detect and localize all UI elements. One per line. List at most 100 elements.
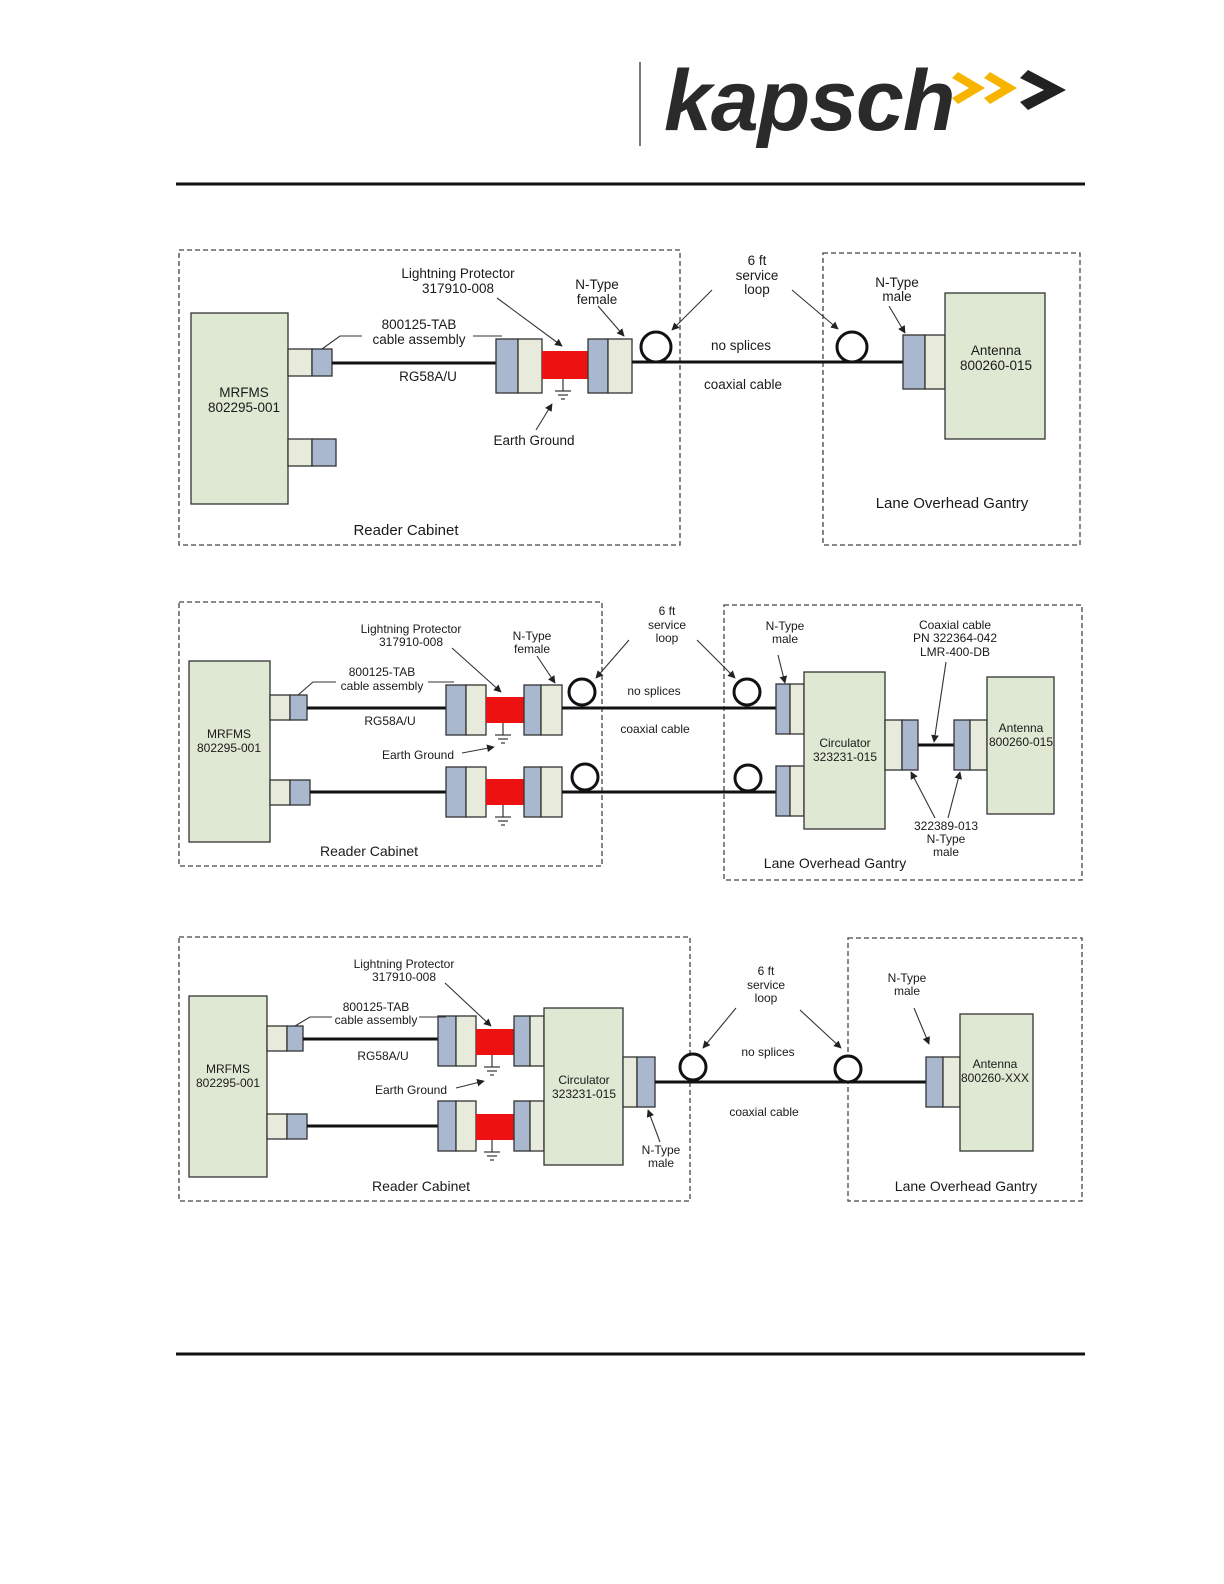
circulator-out-connector <box>622 1056 638 1108</box>
mrfms-port-2 <box>266 1113 288 1140</box>
circulator-out-connector <box>884 719 903 771</box>
ntype-male-label: N-Type <box>888 971 927 985</box>
lightning-protector-2 <box>486 779 524 805</box>
ntype-322389-label: 322389-013 <box>914 819 978 833</box>
ntype-male-cabinet-sub: male <box>648 1156 674 1170</box>
header: kapsch <box>176 53 1085 186</box>
lightning-protector-part: 317910-008 <box>422 281 494 296</box>
cable-assembly-label: 800125-TAB <box>349 665 416 679</box>
service-loop-sub2: loop <box>656 631 679 645</box>
cable-assembly-sub: cable assembly <box>372 332 465 347</box>
rg58-label: RG58A/U <box>399 369 457 384</box>
protector-1-left-blue <box>437 1015 457 1067</box>
protector-1-right-blue <box>513 1015 531 1067</box>
service-loop-icon <box>732 677 762 707</box>
coax-lmr-part: PN 322364-042 <box>913 631 997 645</box>
gantry-zone <box>723 604 1083 881</box>
protector-2-right-blue <box>523 766 542 818</box>
sma-connector-1 <box>311 348 333 377</box>
protector-1-right-blue <box>523 684 542 736</box>
lightning-protector-label: Lightning Protector <box>401 266 515 281</box>
antenna-box <box>986 676 1055 815</box>
no-splices-label: no splices <box>627 684 680 698</box>
antenna-connector <box>924 334 946 390</box>
ntype-male-sub: male <box>882 289 911 304</box>
service-loop-sub: service <box>648 618 686 632</box>
lightning-protector-1 <box>476 1029 514 1055</box>
lightning-protector-part: 317910-008 <box>379 635 443 649</box>
service-loop-sub: service <box>747 978 785 992</box>
mrfms-part-number: 802295-001 <box>197 741 261 755</box>
ntype-male-connector-1 <box>901 719 919 771</box>
service-loop-icon <box>570 762 600 792</box>
mrfms-part-number: 802295-001 <box>208 400 280 415</box>
ntype-male-label: N-Type <box>766 619 805 633</box>
mrfms-port-2 <box>269 779 291 806</box>
service-loop-gantry <box>835 330 869 364</box>
gantry-zone <box>822 252 1081 546</box>
protector-1-left-blue <box>445 684 467 736</box>
coax-lmr-type: LMR-400-DB <box>920 645 990 659</box>
protector-2-left <box>465 766 487 818</box>
service-loop-cabinet <box>639 330 673 364</box>
circulator-connector-1b <box>789 683 805 735</box>
service-loop-cabinet <box>678 1052 708 1082</box>
sma-connector-1 <box>286 1025 304 1052</box>
ntype-female-label: N-Type <box>575 277 619 292</box>
ntype-male-cabinet-label: N-Type <box>642 1143 681 1157</box>
sma-connector-2 <box>289 779 311 806</box>
antenna-label: Antenna <box>999 721 1044 735</box>
ntype-male-label: N-Type <box>875 275 919 290</box>
kapsch-chevrons-icon <box>952 70 1066 110</box>
service-loop-sub: service <box>736 268 779 283</box>
service-loop-icon <box>733 763 763 793</box>
coax-lmr-label: Coaxial cable <box>919 618 991 632</box>
mrfms-label: MRFMS <box>219 385 269 400</box>
sma-connector-2 <box>286 1113 308 1140</box>
cable-assembly-sub: cable assembly <box>341 679 424 693</box>
service-loop-gantry <box>833 1054 863 1084</box>
cable-assembly-sub: cable assembly <box>335 1013 418 1027</box>
protector-connector-left <box>517 338 543 394</box>
antenna-part-number: 800260-015 <box>989 735 1053 749</box>
ntype-male-connector-2 <box>953 719 971 771</box>
gantry-label: Lane Overhead Gantry <box>876 495 1029 512</box>
no-splices-label: no splices <box>741 1045 794 1059</box>
service-loop-sub2: loop <box>755 991 778 1005</box>
antenna-connector-blue <box>902 334 926 390</box>
lightning-protector-label: Lightning Protector <box>361 622 462 636</box>
earth-ground-label: Earth Ground <box>375 1083 447 1097</box>
protector-2-left <box>455 1100 477 1152</box>
ntype-322389-type: N-Type <box>927 832 966 846</box>
mrfms-box <box>188 660 271 843</box>
earth-ground-label: Earth Ground <box>493 433 574 448</box>
kapsch-logo: kapsch <box>664 53 954 149</box>
ntype-male-sub: male <box>772 632 798 646</box>
mrfms-port-1 <box>269 694 291 721</box>
no-splices-label: no splices <box>711 338 771 353</box>
sma-connector-2 <box>311 438 337 467</box>
antenna-connector <box>969 719 988 771</box>
circulator-connector-1 <box>775 683 791 735</box>
earth-ground-icon <box>483 1139 501 1161</box>
cabinet-label: Reader Cabinet <box>372 1178 470 1194</box>
earth-ground-label: Earth Ground <box>382 748 454 762</box>
ntype-female-sub: female <box>577 292 618 307</box>
protector-1-left <box>465 684 487 736</box>
circulator-part-number: 323231-015 <box>552 1087 616 1101</box>
ntype-female-connector <box>607 338 633 394</box>
rg58-label: RG58A/U <box>364 714 415 728</box>
circulator-label: Circulator <box>558 1073 609 1087</box>
circulator-part-number: 323231-015 <box>813 750 877 764</box>
antenna-box <box>944 292 1046 440</box>
diagram-1: MRFMS 802295-001 Antenna 800260-015 Ligh… <box>178 249 1081 546</box>
antenna-part-number: 800260-XXX <box>961 1071 1029 1085</box>
protector-2-right-blue <box>513 1100 531 1152</box>
earth-ground-icon <box>494 804 512 826</box>
cabinet-label: Reader Cabinet <box>353 522 459 539</box>
antenna-part-number: 800260-015 <box>960 358 1032 373</box>
lightning-protector <box>542 351 588 379</box>
mrfms-port-1 <box>266 1025 288 1052</box>
